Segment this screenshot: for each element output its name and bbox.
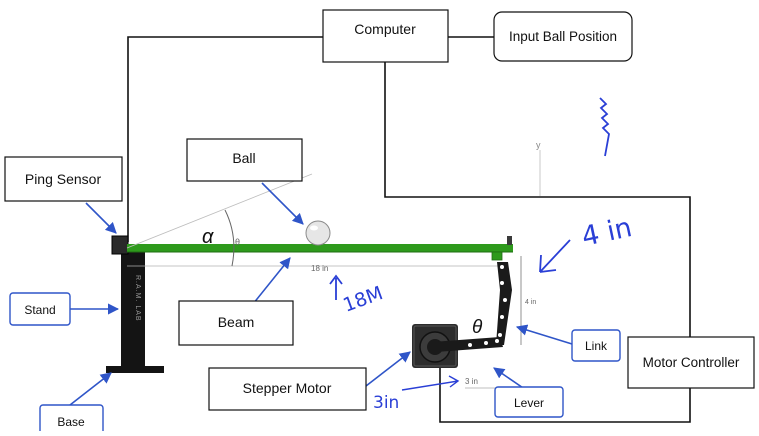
handwritten-lever-arrow xyxy=(401,375,460,391)
label-ping-sensor: Ping Sensor xyxy=(4,156,123,202)
y-axis-label: y xyxy=(536,140,541,150)
svg-text:Stepper Motor: Stepper Motor xyxy=(243,380,332,396)
beam-assembly: θ α 18 in xyxy=(126,173,513,273)
ping-sensor-arrow xyxy=(85,202,117,234)
link-bar xyxy=(496,262,512,345)
label-link: Link xyxy=(571,329,621,362)
handwritten-link-note: 4 in xyxy=(579,212,635,253)
svg-text:Lever: Lever xyxy=(514,396,544,410)
stand-column xyxy=(121,250,145,368)
y-axis-sketch: y xyxy=(536,140,541,196)
label-stepper-motor: Stepper Motor xyxy=(208,367,367,411)
beam-length-dimension: 18 in xyxy=(311,264,328,273)
beam-end-stop xyxy=(507,236,512,245)
beam-bar xyxy=(127,244,513,252)
handwritten-scribble xyxy=(599,97,610,157)
svg-text:Stand: Stand xyxy=(24,303,55,317)
ball-object xyxy=(305,220,331,246)
handwritten-beam-note: 18M xyxy=(340,282,386,317)
link-length-dimension: 4 in xyxy=(525,299,536,306)
svg-text:Computer: Computer xyxy=(354,21,416,37)
handwritten-lever-note: 3in xyxy=(373,393,399,413)
lever-length-dimension: 3 in xyxy=(465,377,478,386)
svg-text:Link: Link xyxy=(585,339,608,353)
base-and-stand: R.A.M. LAB xyxy=(106,235,164,373)
ping-sensor-block xyxy=(111,235,129,255)
link-arrow xyxy=(515,324,573,345)
label-input-ball-position: Input Ball Position xyxy=(493,11,633,62)
handwritten-arrow-4in xyxy=(539,239,571,273)
svg-text:Base: Base xyxy=(57,415,85,429)
base-arrow xyxy=(69,372,112,406)
alpha-angle-arc xyxy=(224,209,235,267)
label-base: Base xyxy=(39,404,104,436)
svg-text:Ball: Ball xyxy=(232,150,255,166)
label-motor-controller: Motor Controller xyxy=(627,336,755,389)
base-plate xyxy=(106,366,164,373)
label-ball: Ball xyxy=(186,138,303,182)
ball-arrow xyxy=(261,182,304,225)
wire-computer-to-motor-controller xyxy=(384,62,691,337)
wire-controller-to-stepper xyxy=(439,360,691,423)
handwritten-arrow-18 xyxy=(329,274,343,300)
annotation-arrows xyxy=(69,182,573,406)
label-computer: Computer xyxy=(322,9,449,63)
stepper-motor-arrow xyxy=(365,351,411,387)
label-stand: Stand xyxy=(9,292,71,326)
wiring xyxy=(127,36,691,423)
label-lever: Lever xyxy=(494,386,564,418)
svg-text:Ping Sensor: Ping Sensor xyxy=(25,171,102,187)
handwritten-annotations: 4 in 18M 3in xyxy=(329,212,635,413)
wire-computer-to-ping-sensor xyxy=(127,36,323,242)
beam-arrow xyxy=(252,257,291,305)
svg-text:Motor Controller: Motor Controller xyxy=(643,355,740,370)
alpha-symbol: α xyxy=(202,226,214,248)
svg-text:Beam: Beam xyxy=(218,314,255,330)
drive-mechanism: 4 in θ 3 in xyxy=(412,256,536,389)
alpha-reference-line xyxy=(126,173,313,249)
svg-text:Input Ball Position: Input Ball Position xyxy=(509,29,617,44)
label-beam: Beam xyxy=(178,300,294,346)
beam-end-bracket xyxy=(491,251,503,261)
stand-column-text: R.A.M. LAB xyxy=(134,275,141,322)
lever-bar xyxy=(432,337,503,352)
theta-symbol: θ xyxy=(472,317,483,338)
small-theta-label: θ xyxy=(235,237,240,247)
